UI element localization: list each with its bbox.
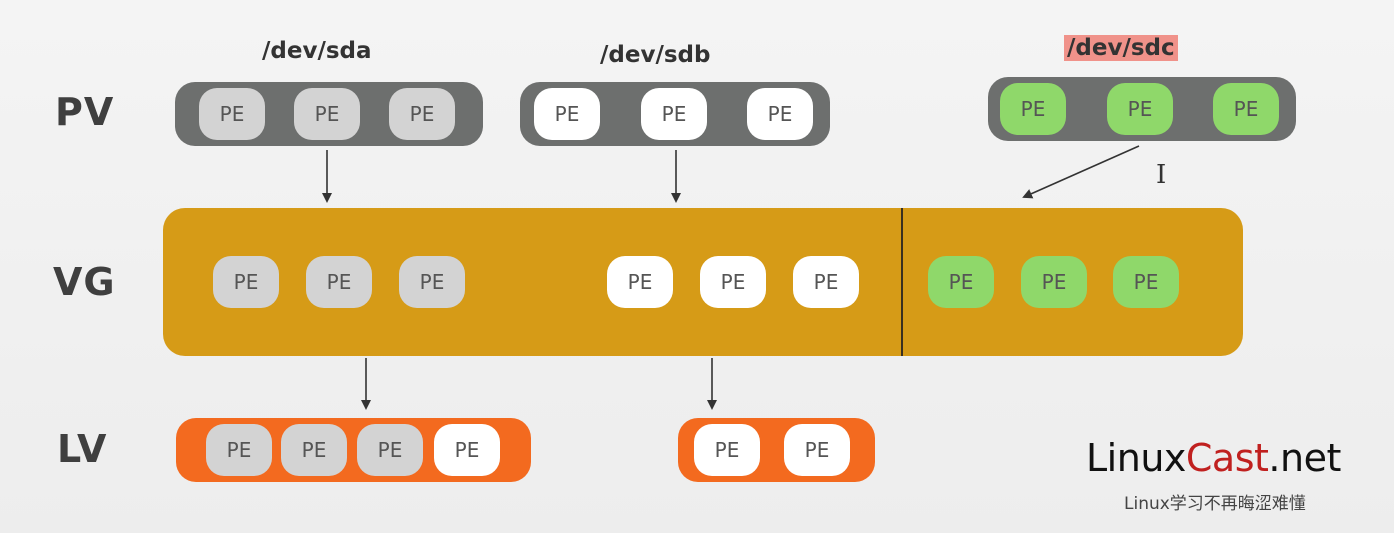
pe-block: PE (1000, 83, 1066, 135)
pe-block: PE (1107, 83, 1173, 135)
pe-block: PE (306, 256, 372, 308)
pe-block: PE (784, 424, 850, 476)
pe-block: PE (700, 256, 766, 308)
pe-block: PE (213, 256, 279, 308)
pe-block: PE (641, 88, 707, 140)
pe-block: PE (434, 424, 500, 476)
pe-block: PE (294, 88, 360, 140)
pe-block: PE (206, 424, 272, 476)
pv-sdb-bar: PE PE PE (520, 82, 830, 146)
brand-part1: Linux (1086, 436, 1186, 480)
row-label-pv: PV (55, 90, 115, 134)
pe-block: PE (534, 88, 600, 140)
device-label-sdb: /dev/sdb (600, 42, 711, 68)
lv-2-bar: PE PE (678, 418, 875, 482)
pe-block: PE (793, 256, 859, 308)
brand-logo: LinuxCast.net (1086, 436, 1341, 480)
pe-block: PE (928, 256, 994, 308)
lv-1-bar: PE PE PE PE (176, 418, 531, 482)
device-label-sdc: /dev/sdc (1064, 35, 1178, 61)
pv-sda-bar: PE PE PE (175, 82, 483, 146)
pe-block: PE (1021, 256, 1087, 308)
row-label-lv: LV (57, 427, 108, 471)
brand-tagline: Linux学习不再晦涩难懂 (1124, 494, 1306, 514)
pe-block: PE (389, 88, 455, 140)
pe-block: PE (694, 424, 760, 476)
arrow-sdc-to-vg (1022, 145, 1140, 199)
pe-block: PE (607, 256, 673, 308)
pv-sdc-bar: PE PE PE (988, 77, 1296, 141)
text-cursor-icon: I (1156, 160, 1167, 190)
pe-block: PE (399, 256, 465, 308)
brand-part3: .net (1268, 436, 1341, 480)
vg-divider (901, 208, 903, 356)
pe-block: PE (747, 88, 813, 140)
device-label-sda: /dev/sda (262, 38, 372, 64)
row-label-vg: VG (53, 260, 116, 304)
brand-part2: Cast (1185, 436, 1269, 480)
pe-block: PE (1113, 256, 1179, 308)
pe-block: PE (1213, 83, 1279, 135)
vg-bar: PE PE PE PE PE PE PE PE PE (163, 208, 1243, 356)
pe-block: PE (281, 424, 347, 476)
pe-block: PE (357, 424, 423, 476)
pe-block: PE (199, 88, 265, 140)
